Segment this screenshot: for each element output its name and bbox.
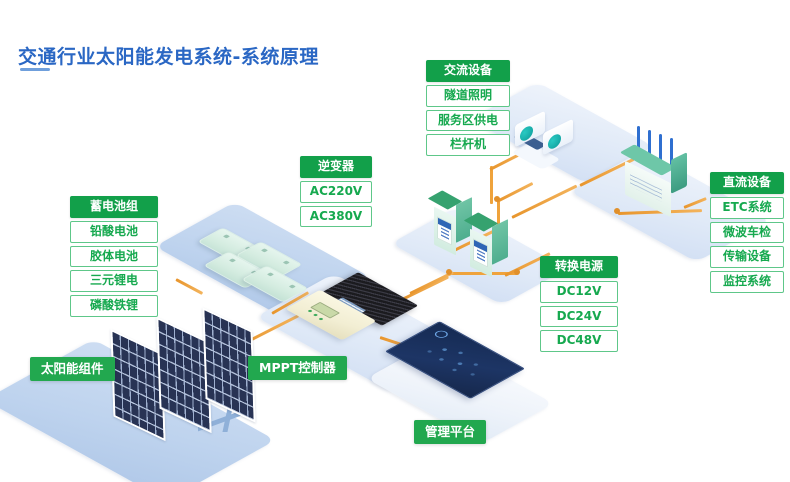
inverter-item-ac220v[interactable]: AC220V (300, 180, 372, 203)
converter-item-dc48v[interactable]: DC48V (540, 330, 618, 353)
cable-node-c (494, 196, 500, 202)
mppt-led-indicator (318, 317, 324, 321)
battery-terminal (228, 258, 237, 263)
cable-node-a (446, 269, 452, 275)
battery-terminal (288, 284, 296, 289)
battery-group-header: 蓄电池组 (70, 196, 158, 218)
mppt-led-indicator (312, 313, 319, 317)
label-mppt-controller[interactable]: MPPT控制器 (248, 356, 347, 381)
solar-cell-grid (158, 319, 210, 431)
battery-terminal (282, 260, 290, 265)
dc-item-microwave-vehicle-detection[interactable]: 微波车检 (710, 221, 784, 244)
inverter-item-ac380v[interactable]: AC380V (300, 205, 372, 228)
cable-battery-feeder (175, 278, 204, 295)
dc-item-etc-system[interactable]: ETC系统 (710, 196, 784, 219)
page-title: 交通行业太阳能发电系统-系统原理 (18, 46, 319, 68)
cable-ac-link-upper (496, 182, 534, 203)
ac-item-barrier-gate[interactable]: 栏杆机 (426, 134, 510, 157)
ac-item-tunnel-lighting[interactable]: 隧道照明 (426, 84, 510, 107)
antenna (659, 134, 662, 166)
label-group-inverter: 逆变器 AC220V AC380V (300, 156, 372, 228)
solar-cell-grid (204, 310, 254, 420)
label-solar-modules[interactable]: 太阳能组件 (30, 357, 115, 382)
cable-node-b (514, 269, 520, 275)
converter-item-dc12v[interactable]: DC12V (540, 280, 618, 303)
inverter-group-header: 逆变器 (300, 156, 372, 178)
ac-equipment-header: 交流设备 (426, 60, 510, 82)
label-group-converter: 转换电源 DC12V DC24V DC48V (540, 256, 618, 353)
solar-cell-grid (112, 331, 164, 439)
antenna (670, 138, 673, 170)
dc-item-monitoring-system[interactable]: 监控系统 (710, 271, 784, 293)
cable-node-d (614, 208, 620, 214)
battery-item-lead-acid[interactable]: 铅酸电池 (70, 220, 158, 243)
cabinet-side (492, 219, 508, 265)
dc-item-transmission-equipment[interactable]: 传输设备 (710, 246, 784, 269)
cable-bus-horizontal-mid (448, 272, 518, 275)
cable-ac-vertical (490, 166, 493, 204)
title-underline-accent (20, 68, 50, 71)
converter-group-header: 转换电源 (540, 256, 618, 278)
battery-item-lifepo4[interactable]: 磷酸铁锂 (70, 295, 158, 317)
label-group-dc-equipment: 直流设备 ETC系统 微波车检 传输设备 监控系统 (710, 172, 784, 293)
cabinet-panel-markings (440, 227, 449, 241)
mppt-led-indicator (307, 309, 313, 313)
battery-terminal (222, 234, 231, 239)
battery-item-ternary-lithium[interactable]: 三元锂电 (70, 270, 158, 293)
solar-panel-array (110, 307, 295, 443)
label-group-battery: 蓄电池组 铅酸电池 胶体电池 三元锂电 磷酸铁锂 (70, 196, 158, 317)
label-group-ac-equipment: 交流设备 隧道照明 服务区供电 栏杆机 (426, 60, 510, 157)
cabinet-panel-markings (476, 249, 485, 263)
converter-item-dc24v[interactable]: DC24V (540, 305, 618, 328)
antenna (648, 130, 651, 162)
battery-terminal (260, 248, 269, 253)
battery-item-gel[interactable]: 胶体电池 (70, 245, 158, 268)
antenna (637, 126, 640, 160)
dc-equipment-header: 直流设备 (710, 172, 784, 194)
label-management-platform[interactable]: 管理平台 (414, 420, 487, 445)
ac-item-service-area-power[interactable]: 服务区供电 (426, 109, 510, 132)
battery-terminal (266, 272, 275, 277)
